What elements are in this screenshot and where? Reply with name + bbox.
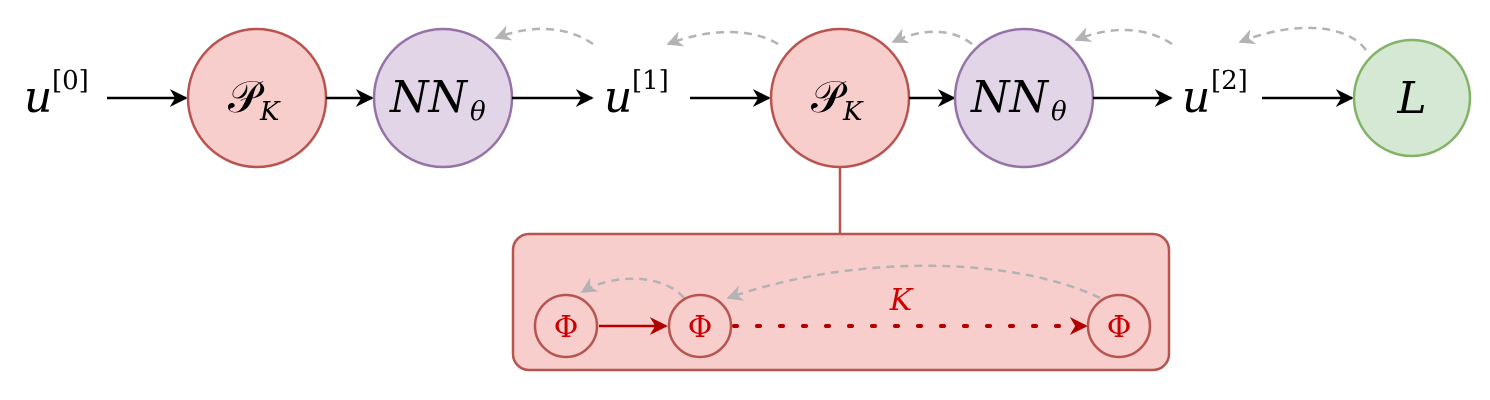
projection-expansion-box: K Φ Φ Φ xyxy=(511,232,1171,372)
phi-node-3-label: Φ xyxy=(1107,310,1132,345)
network-node-2-subscript: θ xyxy=(1051,97,1067,127)
state-u2-base: u xyxy=(1182,72,1210,123)
phi-node-2-circle xyxy=(667,293,733,359)
backward-arrow-l-to-u2 xyxy=(1238,26,1367,51)
projection-node-1-subscript: K xyxy=(259,97,281,127)
state-u1-base: u xyxy=(604,72,632,123)
network-node-1-subscript: θ xyxy=(470,97,486,127)
state-u0-superscript: [0] xyxy=(52,66,89,96)
projection-node-2-symbol: 𝒫 xyxy=(811,72,848,123)
state-u1: u [1] xyxy=(604,66,669,123)
loss-node-circle xyxy=(1352,38,1472,158)
state-u0: u [0] xyxy=(24,66,89,123)
projection-node-1-symbol: 𝒫 xyxy=(228,72,265,123)
projection-node-1: 𝒫 K xyxy=(186,27,328,169)
loss-node: L xyxy=(1352,38,1472,158)
network-node-2: NN θ xyxy=(953,27,1095,169)
network-node-2-symbol: NN xyxy=(970,72,1050,123)
state-u1-superscript: [1] xyxy=(632,66,669,96)
phi-node-3-circle xyxy=(1086,293,1152,359)
phi-node-1-label: Φ xyxy=(554,310,579,345)
projection-node-2-subscript: K xyxy=(842,97,864,127)
backward-arrow-p2-to-u1 xyxy=(666,30,779,47)
backward-arrow-u2-to-nn2 xyxy=(1074,27,1173,46)
backward-arrow-nn2-to-p2 xyxy=(891,28,973,45)
backward-arrows xyxy=(494,25,1367,51)
loss-node-label: L xyxy=(1396,73,1426,124)
state-u2-superscript: [2] xyxy=(1211,66,1248,96)
phi-node-3: Φ xyxy=(1086,293,1152,359)
phi-node-1: Φ xyxy=(533,293,599,359)
inner-backward-arrow-phi3-to-phi2 xyxy=(726,264,1101,301)
backward-arrow-u1-to-nn1 xyxy=(494,25,594,46)
network-node-1: NN θ xyxy=(372,27,514,169)
repeat-count-label: K xyxy=(889,283,914,318)
state-u0-base: u xyxy=(24,72,52,123)
phi-node-2: Φ xyxy=(667,293,733,359)
projection-node-2: 𝒫 K xyxy=(769,27,911,169)
phi-node-1-circle xyxy=(533,293,599,359)
network-node-1-symbol: NN xyxy=(389,72,469,123)
phi-node-2-label: Φ xyxy=(688,310,713,345)
expansion-box-background xyxy=(511,232,1171,372)
state-u2: u [2] xyxy=(1182,66,1248,123)
